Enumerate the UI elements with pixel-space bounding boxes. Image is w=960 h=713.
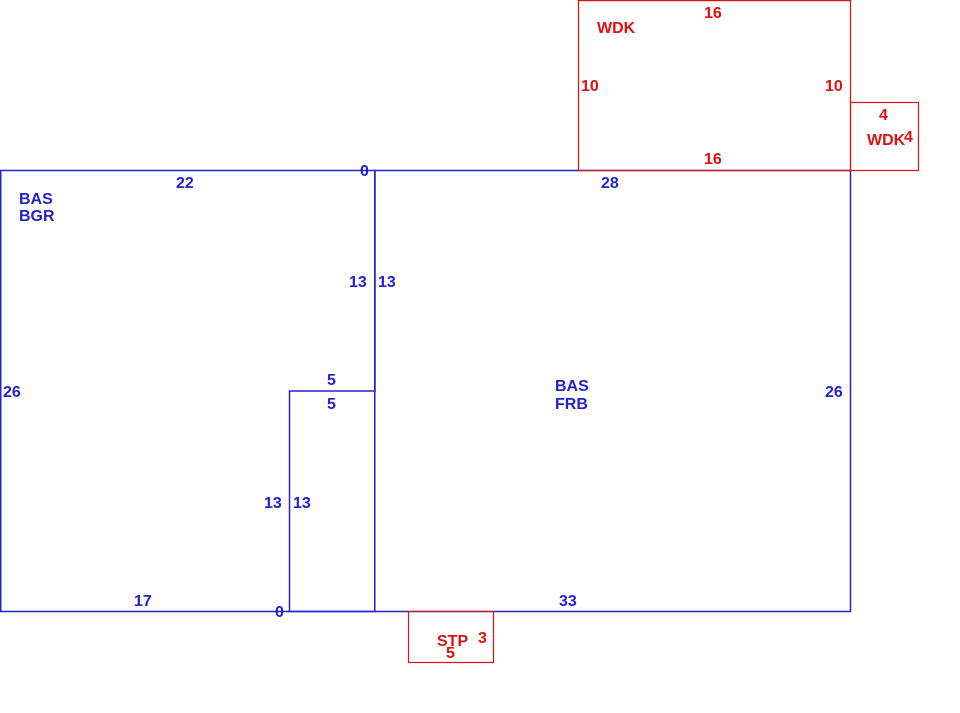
- dim-stoop-right: 3: [478, 630, 487, 647]
- stoop-outline: [407, 610, 495, 664]
- dim-left-top: 22: [176, 175, 194, 192]
- dim-step-upper-left: 13: [349, 274, 367, 291]
- dim-corner-zero-bottom: 0: [275, 604, 284, 621]
- dim-step-lower-right: 13: [293, 495, 311, 512]
- top-deck-code: WDK: [597, 20, 636, 37]
- dim-top-deck-right: 10: [825, 78, 843, 95]
- right-area-code-1: BAS: [555, 378, 589, 395]
- dim-right-bottom: 33: [559, 593, 577, 610]
- dim-step-lower-left: 13: [264, 495, 282, 512]
- top-deck-outline: [577, 0, 852, 172]
- dim-right-side: 26: [825, 384, 843, 401]
- stoop-code: STP: [437, 633, 468, 650]
- dim-corner-zero-top: 0: [360, 163, 369, 180]
- dim-top-deck-top: 16: [704, 5, 722, 22]
- left-area-code-2: BGR: [19, 208, 55, 225]
- dim-top-deck-left: 10: [581, 78, 599, 95]
- dim-left-bottom: 17: [134, 593, 152, 610]
- dim-step-upper-right: 13: [378, 274, 396, 291]
- dim-stoop-bottom: 5: [446, 645, 455, 662]
- small-deck-outline: [849, 101, 920, 172]
- dim-left-side: 26: [3, 384, 21, 401]
- dim-right-top: 28: [601, 175, 619, 192]
- dim-top-deck-bottom: 16: [704, 151, 722, 168]
- dim-small-deck-right: 4: [904, 129, 913, 146]
- left-area-code-1: BAS: [19, 191, 53, 208]
- dim-small-deck-top: 4: [879, 107, 888, 124]
- dim-step-ledge-bottom: 5: [327, 396, 336, 413]
- dim-step-ledge-top: 5: [327, 372, 336, 389]
- right-area-code-2: FRB: [555, 396, 588, 413]
- small-deck-code: WDK: [867, 132, 906, 149]
